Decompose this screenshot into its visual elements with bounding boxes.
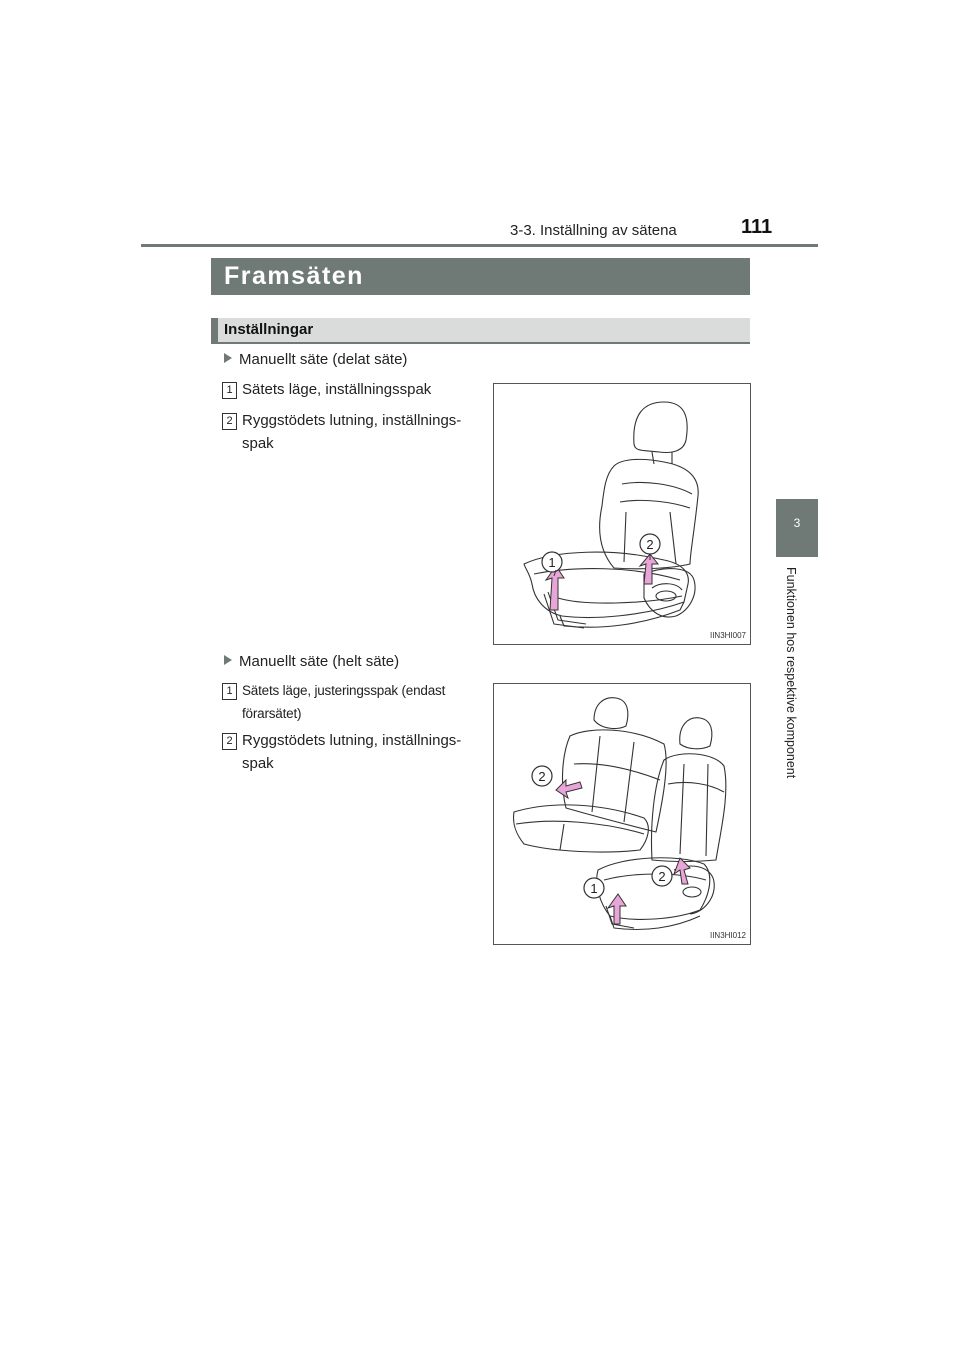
chapter-tab xyxy=(776,499,818,557)
item-text: Sätets läge, inställningsspak xyxy=(242,381,432,398)
figure-code: IIN3HI007 xyxy=(709,631,746,640)
callout-number: 1 xyxy=(590,881,597,896)
page-number: 111 xyxy=(741,216,773,238)
item-text-line: Ryggstödets lutning, inställnings- xyxy=(242,732,462,749)
lift-arrow-icon xyxy=(672,857,691,885)
subsection-band xyxy=(211,318,750,344)
item-text: Ryggstödets lutning, inställnings- spak xyxy=(242,729,461,775)
lift-arrow-icon xyxy=(544,565,565,611)
chapter-label: Funktionen hos respektive komponent xyxy=(784,567,798,779)
item-text-line: spak xyxy=(242,435,274,452)
lift-arrow-icon xyxy=(606,893,627,925)
callout-number: 1 xyxy=(548,555,555,570)
title-band xyxy=(211,258,750,295)
item-text: Ryggstödets lutning, inställnings- spak xyxy=(242,409,461,455)
seat-illustration: 2 2 1 xyxy=(512,697,727,930)
callout-number: 2 xyxy=(658,869,665,884)
group-heading-bench-seat: Manuellt säte (helt säte) xyxy=(224,653,399,670)
page-title: Framsäten xyxy=(224,262,364,290)
triangle-bullet-icon xyxy=(224,353,232,363)
item-number-badge: 2 xyxy=(222,413,237,430)
subsection-title: Inställningar xyxy=(224,321,314,338)
section-title: 3-3. Inställning av sätena xyxy=(510,222,677,239)
triangle-bullet-icon xyxy=(224,655,232,665)
chapter-number: 3 xyxy=(793,516,801,530)
item-number-badge: 1 xyxy=(222,683,237,700)
lift-arrow-icon xyxy=(638,553,660,585)
item-text-line: Ryggstödets lutning, inställnings- xyxy=(242,412,462,429)
figure-split-seat: 1 2 IIN3HI007 xyxy=(493,383,751,645)
group-heading-label: Manuellt säte (helt säte) xyxy=(239,653,400,670)
seat-illustration: 1 2 xyxy=(523,401,699,629)
header-divider xyxy=(141,244,818,247)
item-text-line: Sätets läge, justeringsspak (endast xyxy=(242,683,446,698)
group-heading-split-seat: Manuellt säte (delat säte) xyxy=(224,351,407,368)
subsection-accent xyxy=(211,318,218,344)
item-text-line: spak xyxy=(242,755,274,772)
figure-code: IIN3HI012 xyxy=(709,931,746,940)
item-number-badge: 2 xyxy=(222,733,237,750)
lift-arrow-icon xyxy=(555,778,583,800)
group-heading-label: Manuellt säte (delat säte) xyxy=(239,351,408,368)
item-number-badge: 1 xyxy=(222,382,237,399)
item-text: Sätets läge, justeringsspak (endast föra… xyxy=(242,679,445,725)
item-text-line: förarsätet) xyxy=(242,706,302,721)
callout-number: 2 xyxy=(538,769,545,784)
figure-bench-seat: 2 2 1 IIN3HI012 xyxy=(493,683,751,945)
callout-number: 2 xyxy=(646,537,653,552)
